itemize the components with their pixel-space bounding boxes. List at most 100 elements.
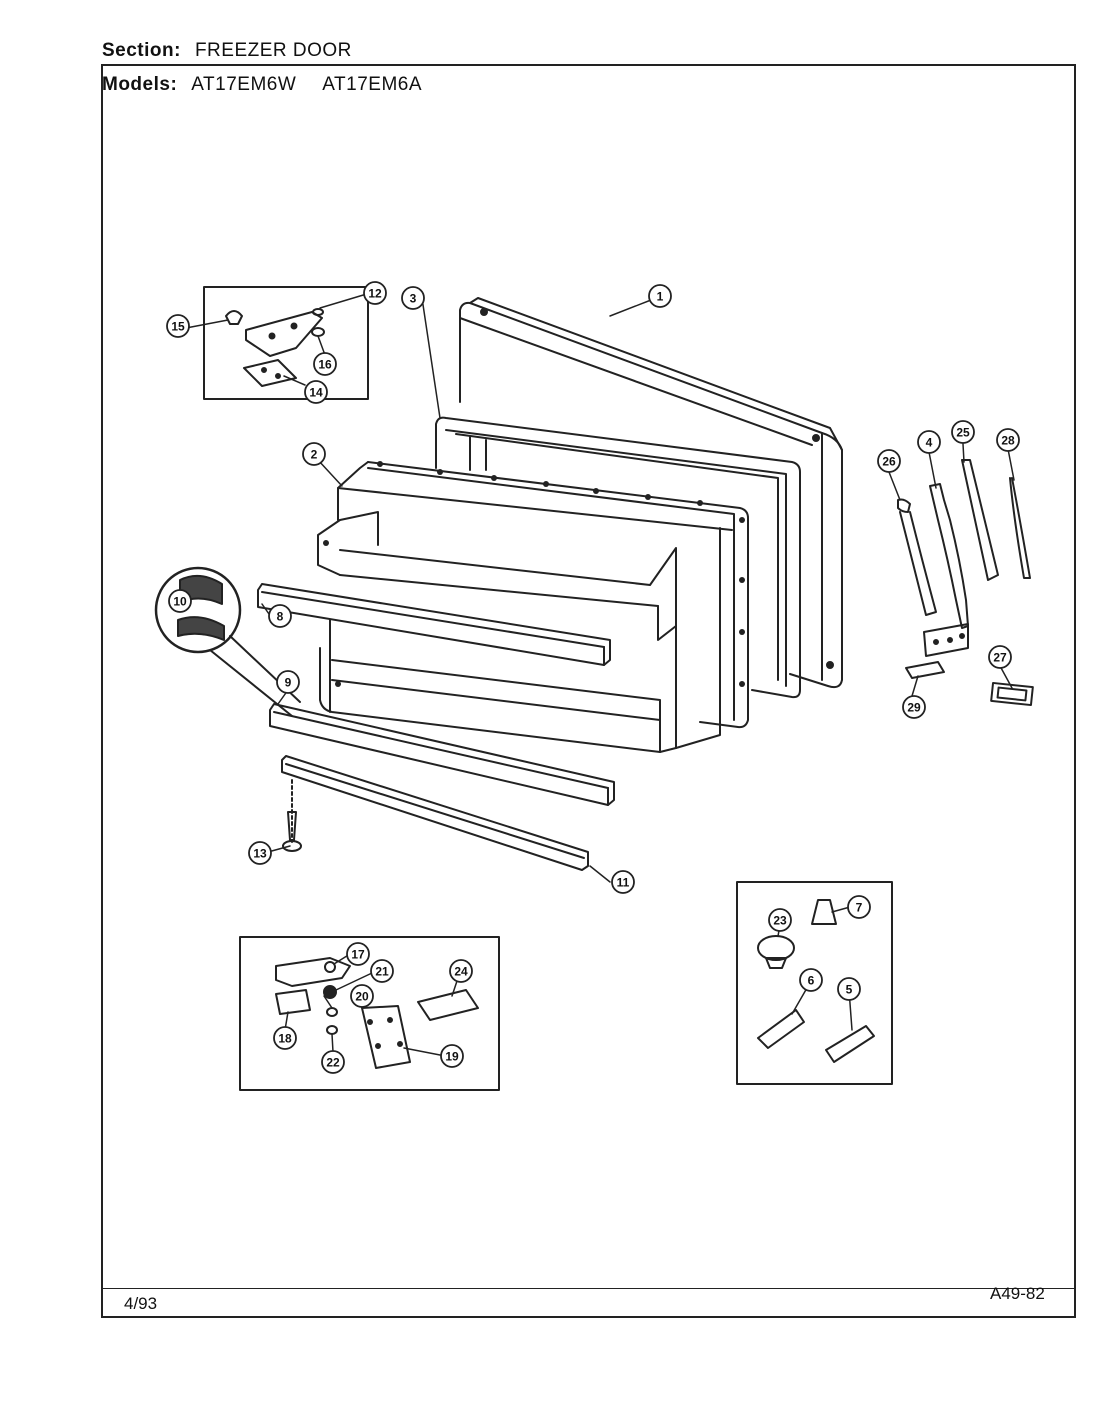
callout-number: 6 bbox=[808, 974, 815, 988]
part-callout-13: 13 bbox=[248, 841, 272, 865]
callout-number: 28 bbox=[1001, 434, 1015, 448]
part-callout-14: 14 bbox=[304, 380, 328, 404]
part-callout-20: 20 bbox=[350, 984, 374, 1008]
models-label: Models: bbox=[102, 74, 178, 95]
hardware-parts bbox=[275, 957, 479, 1069]
callout-circle bbox=[401, 286, 425, 310]
callout-circle bbox=[350, 984, 374, 1008]
footer-rule bbox=[101, 1288, 1076, 1289]
part-callout-8: 8 bbox=[268, 604, 292, 628]
footer-page-code: A49-82 bbox=[990, 1284, 1045, 1303]
footer-date: 4/93 bbox=[124, 1294, 158, 1313]
callout-circle bbox=[268, 604, 292, 628]
part-callout-23: 23 bbox=[768, 908, 792, 932]
callout-circle bbox=[302, 442, 326, 466]
callout-circle bbox=[988, 645, 1012, 669]
part-callout-5: 5 bbox=[837, 977, 861, 1001]
part-callout-19: 19 bbox=[440, 1044, 464, 1068]
callout-circle bbox=[799, 968, 823, 992]
part-callout-25: 25 bbox=[951, 420, 975, 444]
callout-circle bbox=[168, 589, 192, 613]
right-side-parts bbox=[897, 459, 1034, 707]
callout-circle bbox=[273, 1026, 297, 1050]
part-callout-12: 12 bbox=[363, 281, 387, 305]
callout-number: 7 bbox=[856, 901, 863, 915]
door-liner bbox=[317, 461, 749, 753]
model-number: AT17EM6A bbox=[322, 74, 423, 95]
callout-number: 18 bbox=[278, 1032, 292, 1046]
callout-circle bbox=[902, 695, 926, 719]
part-callout-6: 6 bbox=[799, 968, 823, 992]
callout-circle bbox=[449, 959, 473, 983]
part-callout-9: 9 bbox=[276, 670, 300, 694]
part-callout-1: 1 bbox=[648, 284, 672, 308]
part-callout-7: 7 bbox=[847, 895, 871, 919]
part-callout-10: 10 bbox=[168, 589, 192, 613]
callout-circle bbox=[648, 284, 672, 308]
callout-circle bbox=[611, 870, 635, 894]
bottom-trim bbox=[281, 755, 589, 871]
callout-number: 4 bbox=[926, 436, 933, 450]
callout-number: 1 bbox=[657, 290, 664, 304]
part-callout-2: 2 bbox=[302, 442, 326, 466]
screw bbox=[282, 779, 302, 852]
callout-circle bbox=[996, 428, 1020, 452]
callout-number: 15 bbox=[171, 320, 185, 334]
callout-number: 22 bbox=[326, 1056, 340, 1070]
callout-number: 20 bbox=[355, 990, 369, 1004]
part-callout-26: 26 bbox=[877, 449, 901, 473]
callout-circle bbox=[248, 841, 272, 865]
callout-number: 8 bbox=[277, 610, 284, 624]
callout-circle bbox=[951, 420, 975, 444]
part-callout-21: 21 bbox=[370, 959, 394, 983]
handle-parts bbox=[757, 899, 875, 1063]
part-callout-24: 24 bbox=[449, 959, 473, 983]
part-callout-15: 15 bbox=[166, 314, 190, 338]
callout-number: 9 bbox=[285, 676, 292, 690]
callout-circle bbox=[768, 908, 792, 932]
callout-number: 16 bbox=[318, 358, 332, 372]
callout-number: 29 bbox=[907, 701, 921, 715]
callout-circle bbox=[917, 430, 941, 454]
part-callout-4: 4 bbox=[917, 430, 941, 454]
diagram-frame bbox=[101, 64, 1076, 1318]
callout-number: 13 bbox=[253, 847, 267, 861]
hinge-inset-box bbox=[203, 286, 369, 400]
callout-circle bbox=[321, 1050, 345, 1074]
callout-number: 17 bbox=[351, 948, 365, 962]
callout-number: 23 bbox=[773, 914, 787, 928]
upper-shelf-rail bbox=[257, 583, 611, 666]
part-callout-18: 18 bbox=[273, 1026, 297, 1050]
callout-number: 14 bbox=[309, 386, 323, 400]
callout-circle bbox=[304, 380, 328, 404]
callout-circle bbox=[276, 670, 300, 694]
callout-number: 25 bbox=[956, 426, 970, 440]
part-callout-17: 17 bbox=[346, 942, 370, 966]
section-value: FREEZER DOOR bbox=[194, 40, 352, 61]
callout-number: 3 bbox=[410, 292, 417, 306]
part-callout-11: 11 bbox=[611, 870, 635, 894]
part-callout-16: 16 bbox=[313, 352, 337, 376]
outer-door-panel bbox=[459, 297, 843, 689]
callout-circle bbox=[346, 942, 370, 966]
callout-number: 26 bbox=[882, 455, 896, 469]
callout-number: 21 bbox=[375, 965, 389, 979]
handle-inset-box bbox=[736, 881, 893, 1085]
section-header: Section:FREEZER DOOR bbox=[102, 40, 352, 62]
callout-number: 5 bbox=[846, 983, 853, 997]
callout-number: 2 bbox=[311, 448, 318, 462]
callout-circle bbox=[837, 977, 861, 1001]
callout-circle bbox=[313, 352, 337, 376]
part-callout-3: 3 bbox=[401, 286, 425, 310]
callout-circle bbox=[370, 959, 394, 983]
part-callout-28: 28 bbox=[996, 428, 1020, 452]
callout-number: 24 bbox=[454, 965, 468, 979]
part-callout-29: 29 bbox=[902, 695, 926, 719]
callout-number: 27 bbox=[993, 651, 1007, 665]
part-callout-22: 22 bbox=[321, 1050, 345, 1074]
door-gasket bbox=[435, 416, 801, 699]
part-callout-27: 27 bbox=[988, 645, 1012, 669]
